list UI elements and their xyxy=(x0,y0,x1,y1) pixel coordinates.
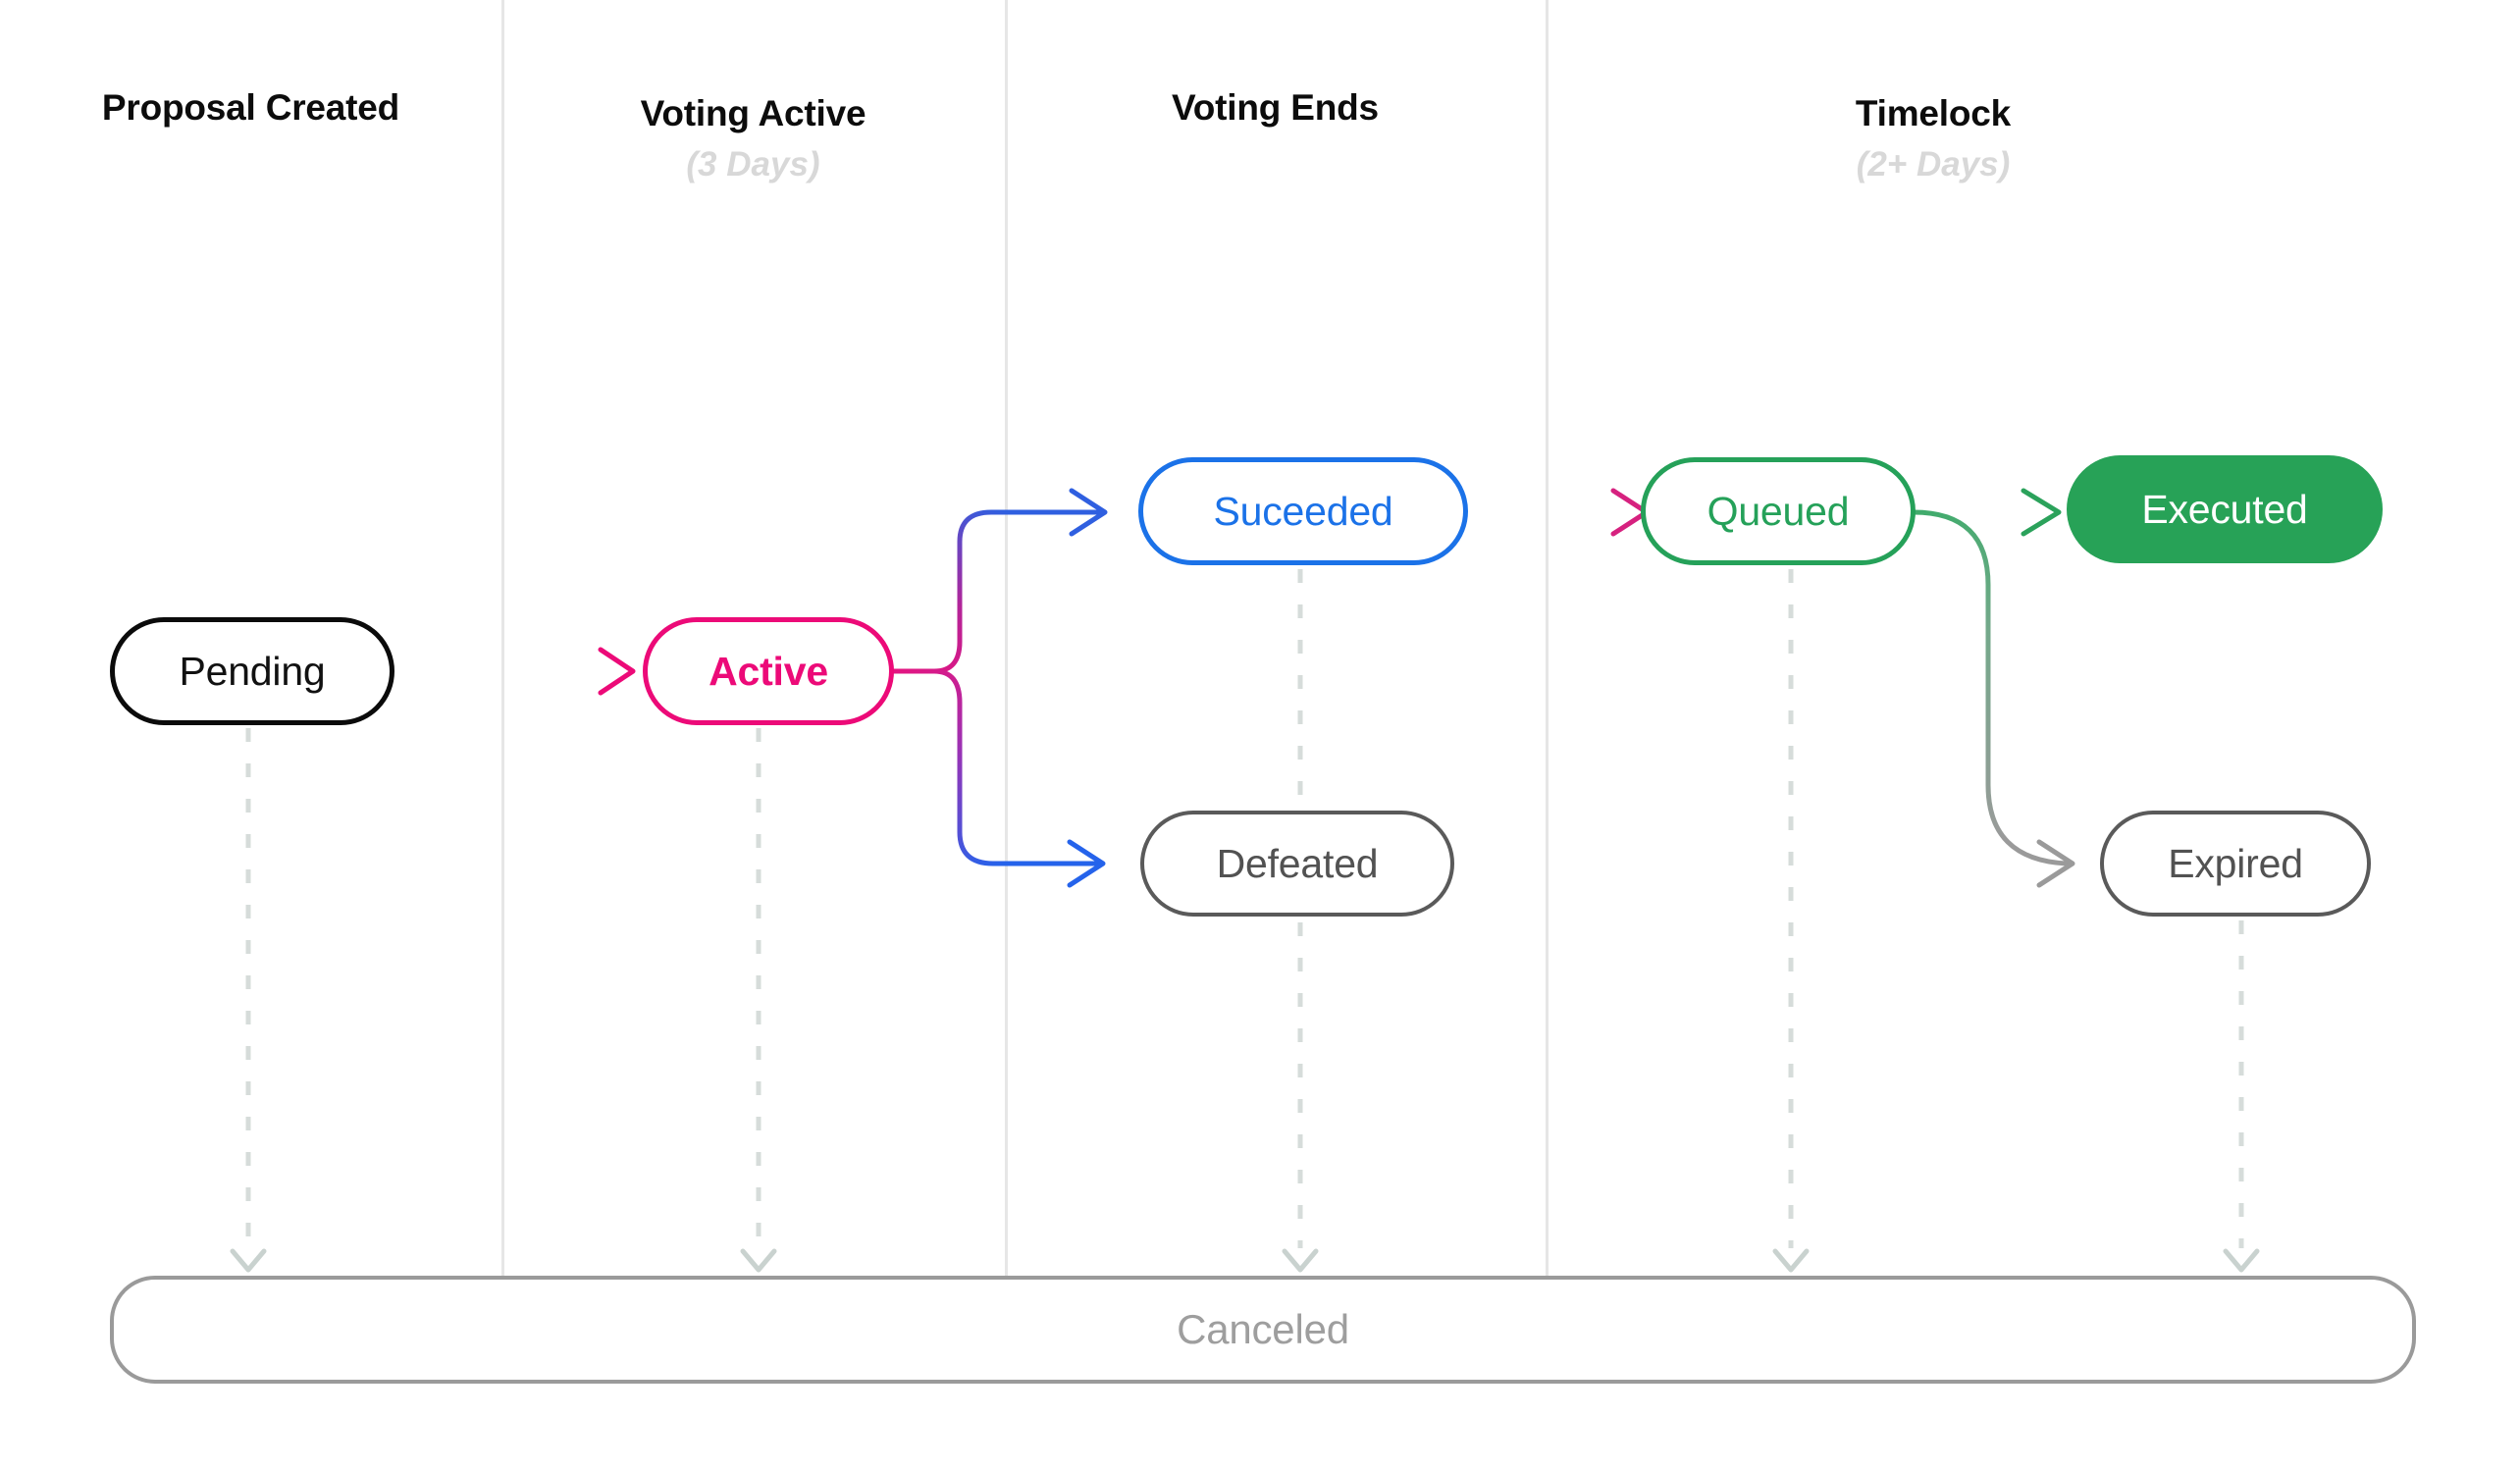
node-label: Suceeded xyxy=(1213,488,1393,534)
edge-pending-to-canceled xyxy=(230,728,267,1273)
phase-title: Voting Active xyxy=(640,93,866,133)
phase-header-timelock: Timelock (2+ Days) xyxy=(1546,93,2321,184)
phase-separator-2 xyxy=(1005,0,1008,1276)
node-expired[interactable]: Expired xyxy=(2100,811,2371,917)
edge-suceeded-to-canceled xyxy=(1282,569,1319,1273)
node-pending[interactable]: Pending xyxy=(110,617,394,725)
phase-duration: (3 Days) xyxy=(686,144,820,184)
node-canceled[interactable]: Canceled xyxy=(110,1276,2416,1384)
node-label: Expired xyxy=(2168,840,2303,886)
edge-queued-to-expired xyxy=(1911,509,2075,888)
node-executed[interactable]: Executed xyxy=(2067,455,2383,563)
node-label: Executed xyxy=(2141,486,2308,532)
edge-expired-to-canceled xyxy=(2223,920,2260,1273)
phase-header-proposal-created: Proposal Created xyxy=(0,87,501,129)
phase-header-voting-active: Voting Active (3 Days) xyxy=(501,93,1005,184)
edge-suceeded-to-queued xyxy=(1499,488,1650,537)
edge-active-to-suceeded xyxy=(888,488,1108,674)
phase-title: Proposal Created xyxy=(101,87,400,128)
node-suceeded[interactable]: Suceeded xyxy=(1138,457,1468,565)
node-label: Pending xyxy=(179,648,326,694)
node-label: Queued xyxy=(1706,488,1850,534)
node-defeated[interactable]: Defeated xyxy=(1140,811,1454,917)
phase-title: Timelock xyxy=(1855,93,2012,133)
phase-header-voting-ends: Voting Ends xyxy=(1005,87,1546,129)
phase-title: Voting Ends xyxy=(1172,87,1379,128)
node-queued[interactable]: Queued xyxy=(1641,457,1916,565)
edge-queued-to-executed xyxy=(1912,488,2062,537)
node-label: Canceled xyxy=(1177,1306,1349,1352)
node-label: Active xyxy=(709,648,828,694)
phase-separator-3 xyxy=(1546,0,1549,1276)
edge-queued-to-canceled xyxy=(1772,569,1810,1273)
node-active[interactable]: Active xyxy=(643,617,894,725)
node-label: Defeated xyxy=(1216,840,1379,886)
edge-active-to-canceled xyxy=(740,728,777,1273)
phase-separator-1 xyxy=(501,0,504,1276)
phase-duration: (2+ Days) xyxy=(1856,144,2011,184)
edge-active-to-defeated xyxy=(888,668,1106,888)
